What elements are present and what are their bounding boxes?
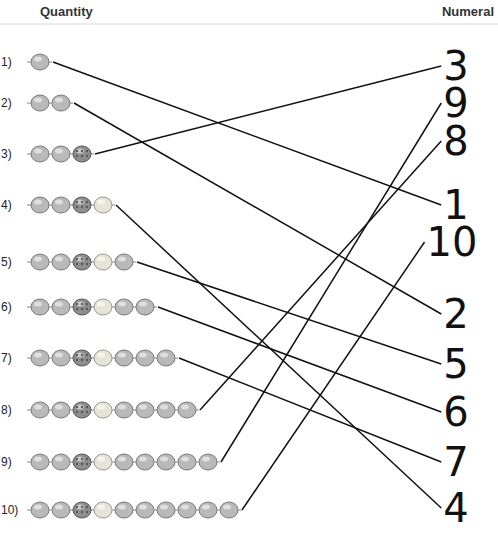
match-line [200,141,441,410]
bead-string [0,398,200,422]
numeral-box: 7 [443,442,468,482]
quantity-row: 5) [0,250,137,274]
numeral-box: 4 [443,488,468,528]
item-number: 2) [1,96,12,110]
item-number: 5) [1,255,12,269]
item-number: 10) [1,503,18,517]
quantity-row: 9) [0,450,221,474]
quantity-row: 6) [0,295,158,319]
numeral: 5 [443,344,468,384]
bead-string [0,295,158,319]
bead-string [0,450,221,474]
numeral: 1 [443,185,468,225]
quantity-row: 7) [0,346,179,370]
column-heading: Numeral [442,4,494,19]
item-number: 3) [1,147,12,161]
match-line [242,242,425,510]
numeral: 10 [427,222,478,262]
quantity-row: 3) [0,142,95,166]
numeral: 7 [443,442,468,482]
numeral-box: 5 [443,344,468,384]
match-line [74,103,441,314]
bead-string [0,498,242,522]
numeral-box: 2 [443,294,468,334]
numeral: 2 [443,294,468,334]
match-line [158,307,441,412]
item-number: 1) [1,55,12,69]
numeral: 9 [443,83,468,123]
match-line [95,66,441,154]
numeral: 4 [443,488,468,528]
bead-string [0,250,137,274]
numeral-box: 9 [443,83,468,123]
item-number: 7) [1,351,12,365]
numeral: 3 [443,46,468,86]
numeral: 8 [443,121,468,161]
numeral-box: 10 [427,222,478,262]
item-number: 8) [1,403,12,417]
numeral-box: 8 [443,121,468,161]
numeral: 6 [443,392,468,432]
item-number: 4) [1,198,12,212]
match-line [116,205,441,508]
item-number: 6) [1,300,12,314]
quantity-row: 1) [0,50,53,74]
item-number: 9) [1,455,12,469]
quantity-row: 8) [0,398,200,422]
match-line [137,262,441,364]
bead-string [0,346,179,370]
bead-string [0,142,95,166]
numeral-box: 6 [443,392,468,432]
column-heading: Quantity [40,4,93,19]
numeral-box: 3 [443,46,468,86]
match-line [221,103,441,462]
bead-string [0,193,116,217]
numeral-box: 1 [443,185,468,225]
match-line [53,62,441,205]
quantity-row: 4) [0,193,116,217]
quantity-row: 2) [0,91,74,115]
quantity-row: 10) [0,498,242,522]
